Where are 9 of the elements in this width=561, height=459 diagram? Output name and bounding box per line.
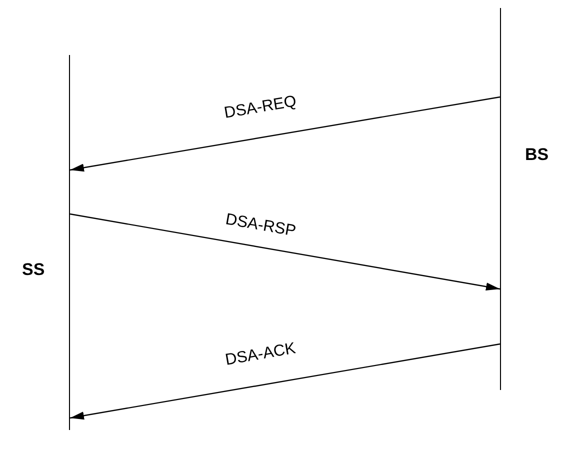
message-label: DSA-REQ (222, 92, 298, 122)
message-arrow (70, 343, 500, 420)
participant-label: SS (22, 260, 45, 280)
message-arrow (70, 96, 500, 172)
lifeline (20, 55, 70, 430)
message-arrow (70, 213, 500, 291)
message-label: DSA-RSP (223, 210, 297, 240)
participant-label: BS (525, 145, 549, 165)
message-label: DSA-ACK (224, 340, 297, 370)
